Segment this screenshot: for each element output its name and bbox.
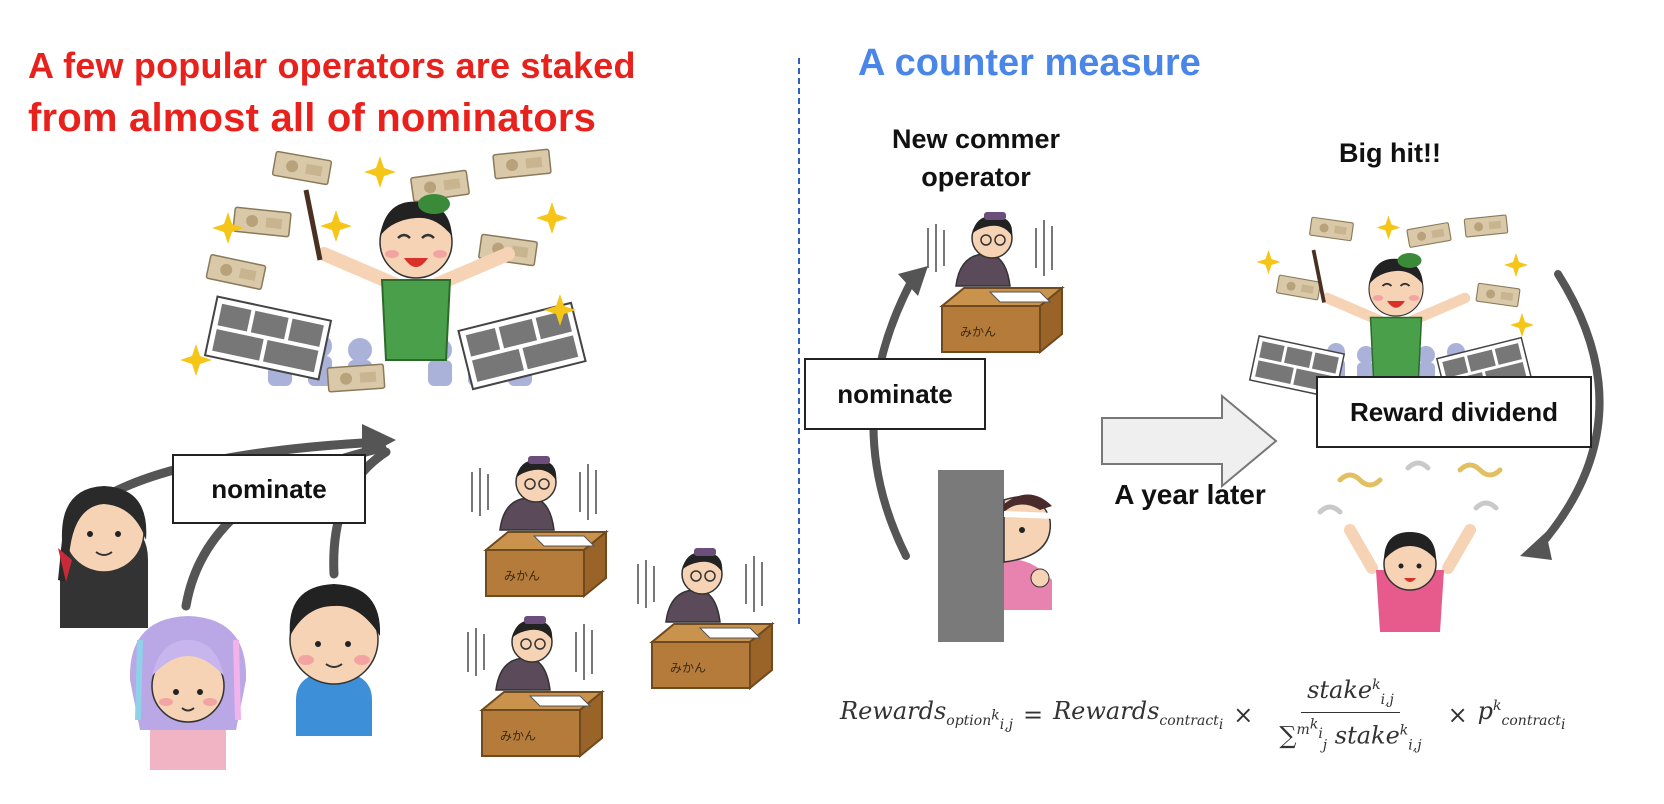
pillar-icon: [938, 470, 1004, 642]
left-title-line1: A few popular operators are staked: [28, 45, 636, 86]
a-year-later-label: A year later: [1114, 479, 1266, 510]
reward-cycle-arrow: [1534, 270, 1604, 552]
reward-arrowhead-icon: [1520, 532, 1552, 560]
formula-fraction: stakeki,j ∑mkij stakeki,j: [1273, 676, 1427, 753]
big-hit-label: Big hit!!: [1339, 138, 1441, 168]
section-divider: [798, 58, 800, 624]
formula-lhs: Rewardsoptionki,j: [840, 696, 1013, 733]
nominate-arrowhead-icon: [362, 424, 396, 458]
comic-page-icon: [204, 295, 332, 381]
unpopular-operator-icon: [467, 615, 603, 757]
right-title: A counter measure: [858, 42, 1201, 84]
reward-formula: Rewardsoptionki,j = Rewardscontracti × s…: [840, 676, 1565, 753]
reward-dividend-box: Reward dividend: [1316, 376, 1592, 448]
nominator-boy-icon: [289, 584, 381, 736]
big-hit-operator-group: [1249, 214, 1534, 404]
peeking-nominator-icon: [1003, 494, 1057, 610]
left-nominate-box: nominate: [172, 454, 366, 524]
nominator-woman-icon: [58, 486, 148, 628]
formula-rewards-contract: Rewardscontracti: [1053, 696, 1224, 733]
cycle-arrowhead-icon: [898, 266, 928, 296]
formula-numerator: stakeki,j: [1301, 676, 1400, 713]
formula-times: ×: [1233, 700, 1254, 729]
nominator-pastel-girl-icon: [129, 616, 247, 770]
time-transition-arrow: [1101, 393, 1278, 489]
unpopular-operator-icon: [471, 455, 607, 597]
formula-p-contract: pkcontracti: [1477, 696, 1566, 733]
celebrating-nominator-icon: [1317, 460, 1503, 632]
right-nominate-box: nominate: [804, 358, 986, 430]
left-title-line2: from almost all of nominators: [28, 96, 597, 140]
newcomer-operator-icon: [927, 211, 1063, 353]
left-title: A few popular operators are staked from …: [28, 40, 636, 144]
newcomer-operator-label: New commer operator: [891, 124, 1061, 192]
left-popular-operator-group: [180, 148, 587, 393]
unpopular-operator-icon: [637, 547, 773, 689]
formula-times-2: ×: [1447, 700, 1468, 729]
formula-equals: =: [1023, 700, 1044, 729]
formula-denominator: ∑mkij stakeki,j: [1279, 716, 1422, 754]
comic-page-icon: [457, 301, 587, 391]
